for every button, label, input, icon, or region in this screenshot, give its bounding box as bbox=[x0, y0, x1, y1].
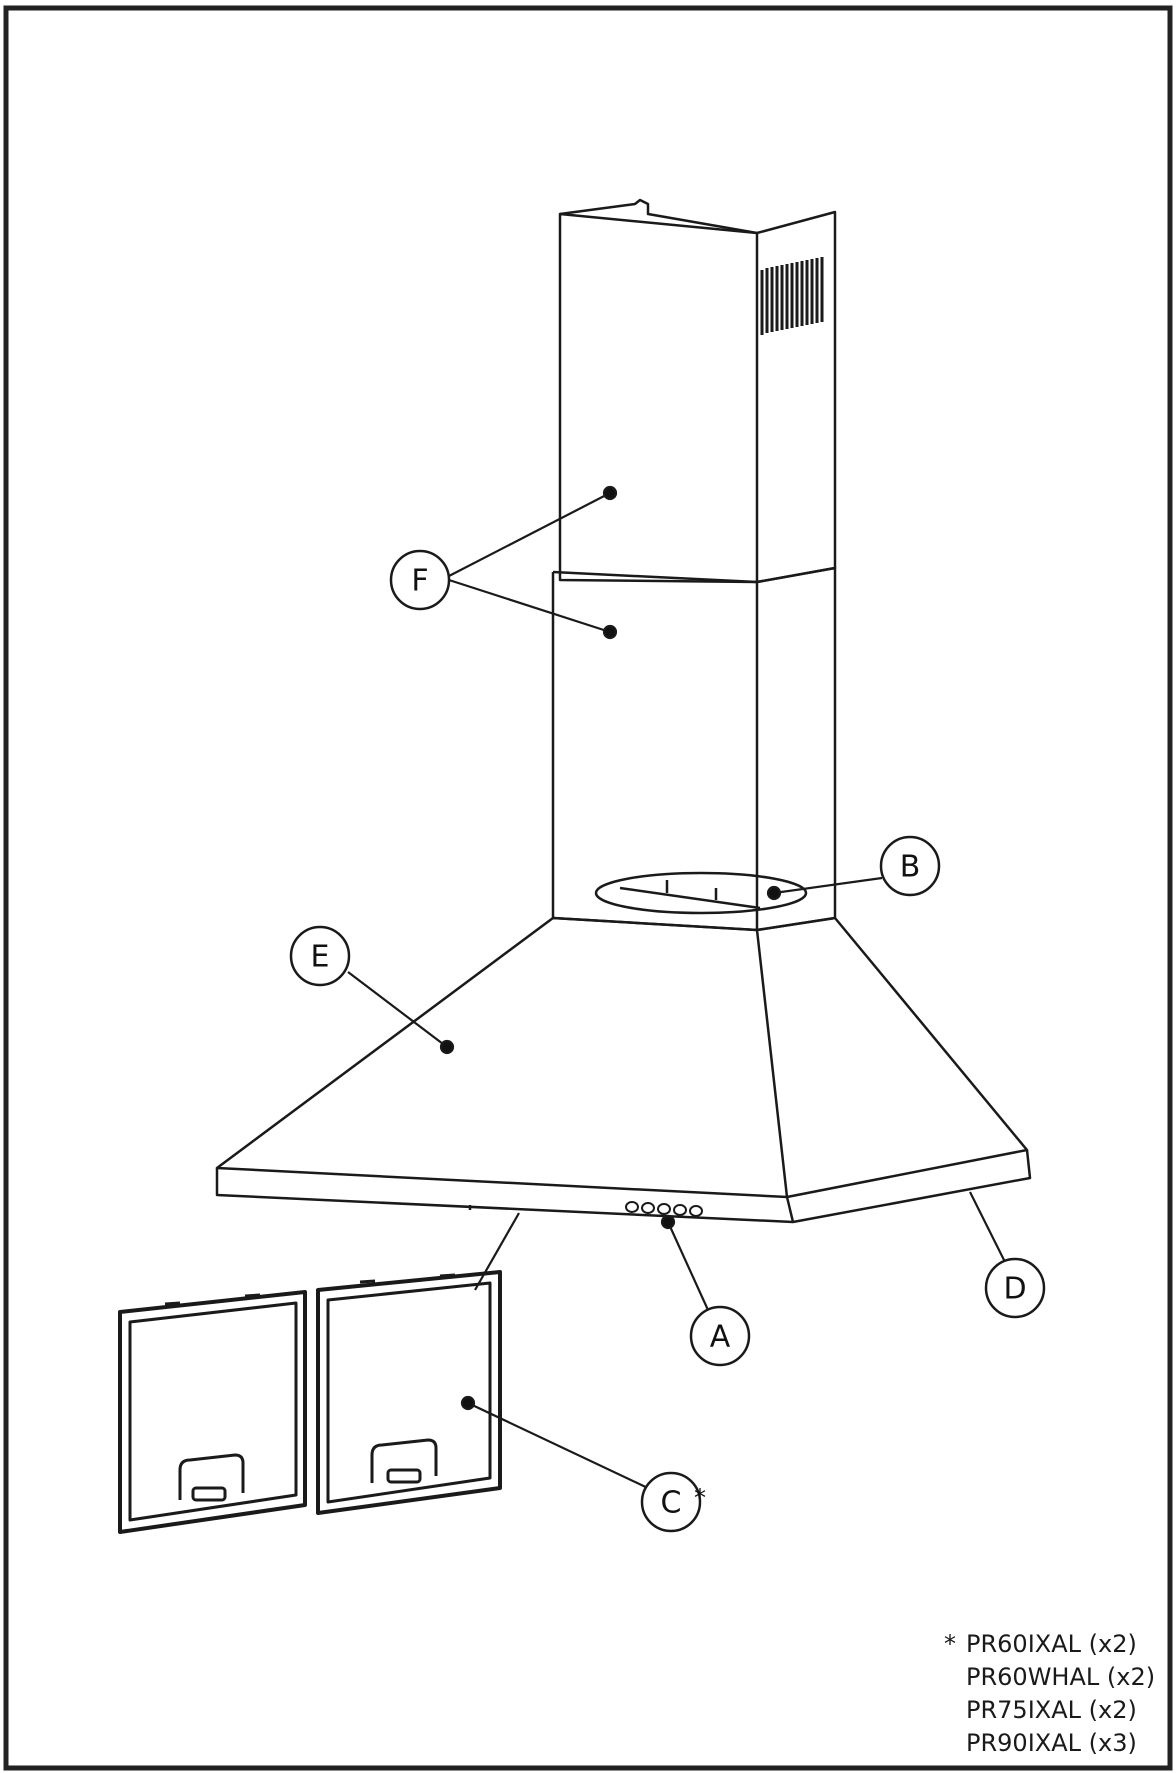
note-asterisk: * bbox=[944, 1630, 956, 1658]
callout-c-label: C bbox=[661, 1486, 682, 1521]
callout-e-label: E bbox=[311, 940, 330, 975]
canopy-side bbox=[756, 916, 1029, 1199]
note-row: * PR60IXAL (x2) bbox=[944, 1628, 1174, 1661]
dot-f-upper bbox=[602, 485, 618, 501]
lower-chimney-front bbox=[551, 572, 759, 932]
callout-a-label: A bbox=[710, 1320, 731, 1355]
note-row: PR60WHAL (x2) bbox=[944, 1661, 1174, 1694]
note-model: PR60WHAL (x2) bbox=[966, 1663, 1156, 1691]
callout-d-label: D bbox=[1003, 1272, 1026, 1307]
leader-lines bbox=[347, 485, 1006, 1491]
dot-a bbox=[660, 1214, 676, 1230]
callout-b-label: B bbox=[900, 850, 921, 885]
dot-b bbox=[766, 885, 782, 901]
upper-chimney-top bbox=[559, 198, 758, 235]
note-row: PR90IXAL (x3) bbox=[944, 1727, 1174, 1760]
upper-chimney-front bbox=[558, 212, 759, 584]
rim-corner-edge bbox=[785, 1196, 795, 1223]
callout-f-label: F bbox=[411, 564, 428, 599]
note-model: PR60IXAL (x2) bbox=[966, 1630, 1137, 1658]
collar-flap-line bbox=[619, 886, 761, 910]
callout-a-circle bbox=[689, 1305, 751, 1367]
callout-e-circle bbox=[289, 925, 351, 987]
vent-grille bbox=[760, 257, 824, 335]
chimney-hood-drawing bbox=[118, 198, 1032, 1534]
grease-filter-right bbox=[316, 1270, 502, 1515]
callout-c-asterisk: * bbox=[694, 1484, 706, 1512]
lower-chimney-top-edge bbox=[552, 570, 758, 584]
note-model: PR75IXAL (x2) bbox=[966, 1696, 1137, 1724]
callout-f-circle bbox=[389, 549, 451, 611]
outlet-collar bbox=[594, 871, 808, 915]
note-row: PR75IXAL (x2) bbox=[944, 1694, 1174, 1727]
control-buttons bbox=[625, 1201, 703, 1217]
callout-b-circle bbox=[879, 835, 941, 897]
note-model: PR90IXAL (x3) bbox=[966, 1729, 1137, 1757]
dot-c bbox=[460, 1395, 476, 1411]
canopy-rim bbox=[215, 1149, 1032, 1224]
dot-f-lower bbox=[602, 624, 618, 640]
dot-e bbox=[439, 1039, 455, 1055]
model-notes: * PR60IXAL (x2) PR60WHAL (x2) PR75IXAL (x… bbox=[944, 1628, 1174, 1760]
page-border bbox=[3, 5, 1173, 1771]
callout-d-circle bbox=[984, 1257, 1046, 1319]
grease-filter-left bbox=[118, 1290, 307, 1534]
callout-c-circle bbox=[640, 1471, 702, 1533]
lower-chimney-side bbox=[756, 566, 837, 932]
